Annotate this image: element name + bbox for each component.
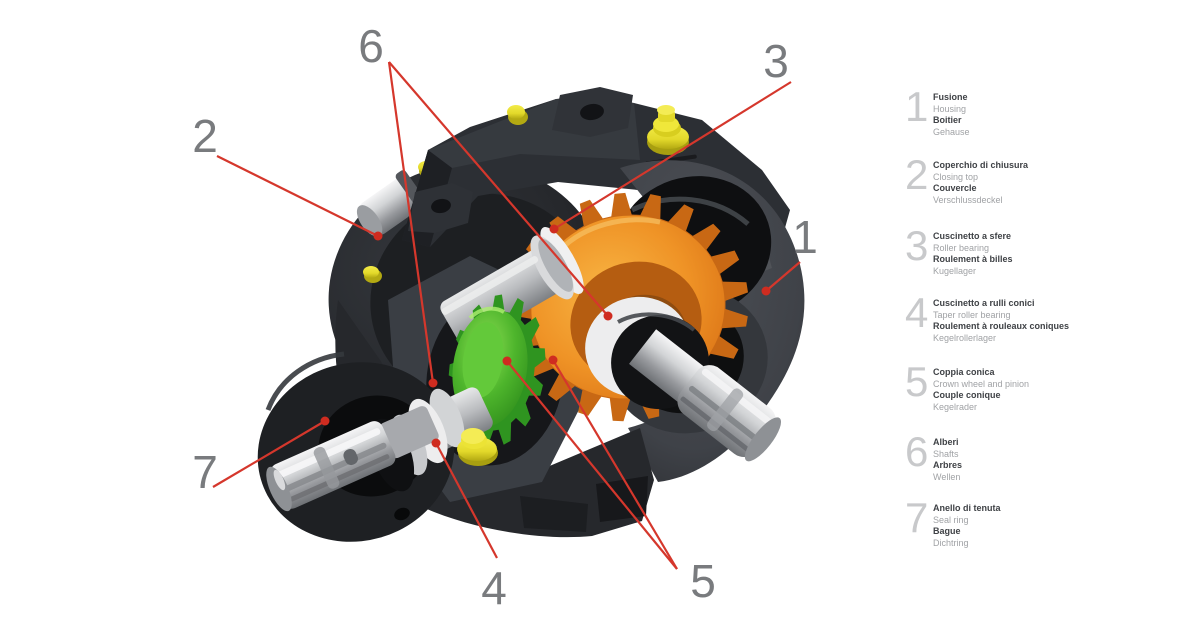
leader-line-4	[435, 442, 498, 559]
callout-number-2: 2	[192, 110, 218, 162]
legend-item-number: 7	[905, 494, 929, 541]
leader-dot-1	[761, 286, 771, 296]
legend-item-shafts: 6 Alberi Shafts Arbres Wellen	[905, 431, 1195, 483]
leader-dot-6b	[603, 311, 613, 321]
legend-label-french: Couple conique	[933, 390, 1001, 400]
legend-item-housing: 1 Fusione Housing Boitier Gehause	[905, 86, 1195, 138]
leader-lines	[212, 61, 801, 570]
callout-number-3: 3	[763, 35, 789, 87]
legend-label-german: Verschlussdeckel	[933, 194, 1003, 205]
legend-label-french: Roulement à billes	[933, 254, 1013, 264]
legend-label-italian: Alberi	[933, 437, 959, 447]
callout-number-1: 1	[792, 211, 818, 263]
leader-line-1	[765, 261, 801, 292]
leader-dot-5a	[502, 356, 512, 366]
legend-item-roller-bearing: 3 Cuscinetto a sfere Roller bearing Roul…	[905, 225, 1195, 277]
leader-dot-6a	[428, 378, 438, 388]
legend-label-german: Wellen	[933, 471, 961, 482]
legend-item-taper-bearing: 4 Cuscinetto a rulli conici Taper roller…	[905, 292, 1195, 344]
legend-label-french: Bague	[933, 526, 961, 536]
leader-line-7	[212, 420, 326, 488]
legend-label-english: Roller bearing	[933, 242, 990, 253]
legend-label-italian: Coppia conica	[933, 367, 995, 377]
leader-dot-5b	[548, 355, 558, 365]
legend-label-french: Boitier	[933, 115, 962, 125]
leader-dot-2	[373, 231, 383, 241]
legend-item-number: 6	[905, 428, 929, 475]
legend-label-italian: Cuscinetto a sfere	[933, 231, 1012, 241]
legend-label-french: Roulement à rouleaux coniques	[933, 321, 1070, 331]
legend-label-german: Kegelrader	[933, 401, 978, 412]
output-shaft	[629, 329, 782, 462]
legend-label-italian: Coperchio di chiusura	[933, 160, 1029, 170]
legend-item-seal-ring: 7 Anello di tenuta Seal ring Bague Dicht…	[905, 497, 1195, 549]
legend-label-english: Housing	[933, 103, 967, 114]
legend-label-german: Kugellager	[933, 265, 977, 276]
callout-number-4: 4	[481, 562, 507, 614]
legend-item-crown-wheel: 5 Coppia conica Crown wheel and pinion C…	[905, 361, 1195, 413]
legend-label-english: Closing top	[933, 171, 979, 182]
vent-plug-icon	[647, 105, 689, 155]
flange-bolt-hole	[394, 507, 410, 521]
leader-line-3	[553, 81, 792, 230]
legend-item-number: 2	[905, 151, 929, 198]
leader-line-6b	[388, 61, 609, 317]
legend-item-number: 3	[905, 222, 929, 269]
pinion-shaft	[440, 227, 584, 346]
legend-label-italian: Cuscinetto a rulli conici	[933, 298, 1035, 308]
legend-label-german: Kegelrollerlager	[933, 332, 997, 343]
legend-item-number: 5	[905, 358, 929, 405]
legend-item-number: 4	[905, 289, 929, 336]
legend-label-english: Shafts	[933, 448, 959, 459]
legend-label-french: Arbres	[933, 460, 963, 470]
top-plug-icon	[507, 105, 528, 125]
legend-label-english: Seal ring	[933, 514, 969, 525]
drain-plug-icon	[457, 428, 498, 466]
parts-legend: 1 Fusione Housing Boitier Gehause 2 Cope…	[905, 0, 1195, 635]
callout-number-5: 5	[690, 555, 716, 607]
leader-dot-7	[320, 416, 330, 426]
leader-line-5b	[552, 359, 678, 570]
legend-label-english: Taper roller bearing	[933, 309, 1011, 320]
cover-bolt-icon	[363, 266, 382, 283]
housing-top-cover	[402, 87, 790, 260]
input-shaft	[266, 406, 439, 512]
leader-dot-4	[431, 438, 441, 448]
legend-item-closing-top: 2 Coperchio di chiusura Closing top Couv…	[905, 154, 1195, 206]
legend-label-german: Gehause	[933, 126, 970, 137]
legend-label-italian: Fusione	[933, 92, 968, 102]
leader-line-2	[216, 155, 379, 237]
legend-label-french: Couvercle	[933, 183, 977, 193]
legend-label-italian: Anello di tenuta	[933, 503, 1001, 513]
legend-item-number: 1	[905, 83, 929, 130]
legend-label-english: Crown wheel and pinion	[933, 378, 1030, 389]
legend-label-german: Dichtring	[933, 537, 969, 548]
leader-dots	[320, 224, 771, 448]
leader-dot-3	[549, 224, 559, 234]
callout-number-7: 7	[192, 446, 218, 498]
leader-line-5a	[506, 360, 678, 570]
leader-line-6a	[387, 61, 435, 384]
callout-number-6: 6	[358, 20, 384, 72]
